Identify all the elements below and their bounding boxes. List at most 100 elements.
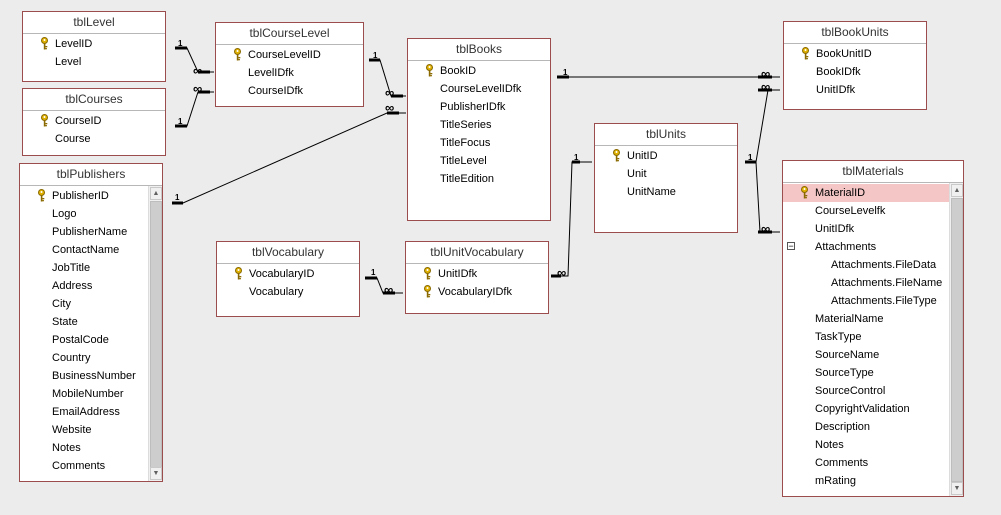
field-row[interactable]: MaterialName xyxy=(783,310,963,328)
key-icon xyxy=(612,149,621,162)
field-row[interactable]: EmailAddress xyxy=(20,403,162,421)
field-row[interactable]: Description xyxy=(783,418,963,436)
field-row[interactable]: Notes xyxy=(20,439,162,457)
vertical-scrollbar[interactable]: ▲ ▼ xyxy=(949,183,963,496)
field-row[interactable]: TitleEdition xyxy=(408,170,550,188)
field-name: BookID xyxy=(440,65,477,77)
scrollbar-thumb[interactable] xyxy=(150,201,162,471)
field-row[interactable]: Notes xyxy=(783,436,963,454)
field-row[interactable]: BookIDfk xyxy=(784,63,926,81)
rel-one-label: 1 xyxy=(748,153,753,162)
field-row[interactable]: Comments xyxy=(783,454,963,472)
field-row[interactable]: Address xyxy=(20,277,162,295)
field-row[interactable]: UnitID xyxy=(595,147,737,165)
field-row[interactable]: SourceName xyxy=(783,346,963,364)
field-row[interactable]: MobileNumber xyxy=(20,385,162,403)
field-row[interactable]: Website xyxy=(20,421,162,439)
table-title[interactable]: tblBookUnits xyxy=(784,22,926,44)
field-name: UnitIDfk xyxy=(438,268,478,280)
field-row[interactable]: CourseLevelID xyxy=(216,46,363,64)
field-row[interactable]: Course xyxy=(23,130,165,148)
field-row[interactable]: TaskType xyxy=(783,328,963,346)
field-row[interactable]: Unit xyxy=(595,165,737,183)
field-row[interactable]: UnitName xyxy=(595,183,737,201)
table-title[interactable]: tblMaterials xyxy=(783,161,963,183)
table-title[interactable]: tblCourses xyxy=(23,89,165,111)
collapse-icon[interactable]: − xyxy=(787,241,795,251)
field-row[interactable]: PublisherName xyxy=(20,223,162,241)
field-row[interactable]: Country xyxy=(20,349,162,367)
field-row[interactable]: UnitIDfk xyxy=(783,220,963,238)
field-row[interactable]: TitleFocus xyxy=(408,134,550,152)
field-row[interactable]: Comments xyxy=(20,457,162,475)
field-row[interactable]: MaterialID xyxy=(783,184,963,202)
field-row[interactable]: UnitIDfk xyxy=(784,81,926,99)
field-name: Website xyxy=(52,424,92,436)
scrollbar-thumb[interactable] xyxy=(951,198,963,482)
field-row[interactable]: State xyxy=(20,313,162,331)
field-row[interactable]: UnitIDfk xyxy=(406,265,548,283)
field-row[interactable]: CourseIDfk xyxy=(216,82,363,100)
rel-many-label: ∞ xyxy=(384,282,393,297)
field-row[interactable]: BookUnitID xyxy=(784,45,926,63)
table-title[interactable]: tblLevel xyxy=(23,12,165,34)
field-row[interactable]: −Attachments xyxy=(783,238,963,256)
table-title[interactable]: tblUnits xyxy=(595,124,737,146)
table-title[interactable]: tblPublishers xyxy=(20,164,162,186)
table-tblLevel[interactable]: tblLevel LevelID Level xyxy=(22,11,166,82)
rel-many-label: ∞ xyxy=(761,66,770,81)
field-row[interactable]: Attachments.FileData xyxy=(783,256,963,274)
field-row[interactable]: Attachments.FileType xyxy=(783,292,963,310)
field-row[interactable]: PublisherIDfk xyxy=(408,98,550,116)
field-row[interactable]: City xyxy=(20,295,162,313)
field-row[interactable]: Attachments.FileName xyxy=(783,274,963,292)
table-title[interactable]: tblBooks xyxy=(408,39,550,61)
field-name: CourseLevelID xyxy=(248,49,321,61)
field-row[interactable]: CourseLevelfk xyxy=(783,202,963,220)
rel-many-label: ∞ xyxy=(385,85,394,100)
field-row[interactable]: CopyrightValidation xyxy=(783,400,963,418)
field-row[interactable]: BookID xyxy=(408,62,550,80)
field-row[interactable]: LevelID xyxy=(23,35,165,53)
table-title[interactable]: tblCourseLevel xyxy=(216,23,363,45)
scroll-down-icon[interactable]: ▼ xyxy=(951,482,963,495)
vertical-scrollbar[interactable]: ▲ ▼ xyxy=(148,186,162,481)
field-row[interactable]: PublisherID xyxy=(20,187,162,205)
field-row[interactable]: CourseLevelIDfk xyxy=(408,80,550,98)
field-row[interactable]: LevelIDfk xyxy=(216,64,363,82)
table-title[interactable]: tblUnitVocabulary xyxy=(406,242,548,264)
table-title[interactable]: tblVocabulary xyxy=(217,242,359,264)
field-row[interactable]: BusinessNumber xyxy=(20,367,162,385)
field-row[interactable]: CourseID xyxy=(23,112,165,130)
field-name: Attachments.FileType xyxy=(831,295,937,307)
field-row[interactable]: PostalCode xyxy=(20,331,162,349)
field-name: Notes xyxy=(52,442,81,454)
field-name: SourceName xyxy=(815,349,880,361)
field-row[interactable]: ContactName xyxy=(20,241,162,259)
field-row[interactable]: Logo xyxy=(20,205,162,223)
field-row[interactable]: SourceType xyxy=(783,364,963,382)
field-row[interactable]: Level xyxy=(23,53,165,71)
scroll-down-icon[interactable]: ▼ xyxy=(150,467,162,480)
table-tblCourses[interactable]: tblCourses CourseID Course xyxy=(22,88,166,156)
field-row[interactable]: mRating xyxy=(783,472,963,490)
field-row[interactable]: Vocabulary xyxy=(217,283,359,301)
field-name: SourceType xyxy=(815,367,874,379)
field-row[interactable]: VocabularyID xyxy=(217,265,359,283)
scroll-up-icon[interactable]: ▲ xyxy=(150,187,162,200)
scroll-up-icon[interactable]: ▲ xyxy=(951,184,963,197)
field-row[interactable]: TitleSeries xyxy=(408,116,550,134)
field-row[interactable]: TitleLevel xyxy=(408,152,550,170)
field-row[interactable]: VocabularyIDfk xyxy=(406,283,548,301)
field-row[interactable]: JobTitle xyxy=(20,259,162,277)
field-row[interactable]: SourceControl xyxy=(783,382,963,400)
